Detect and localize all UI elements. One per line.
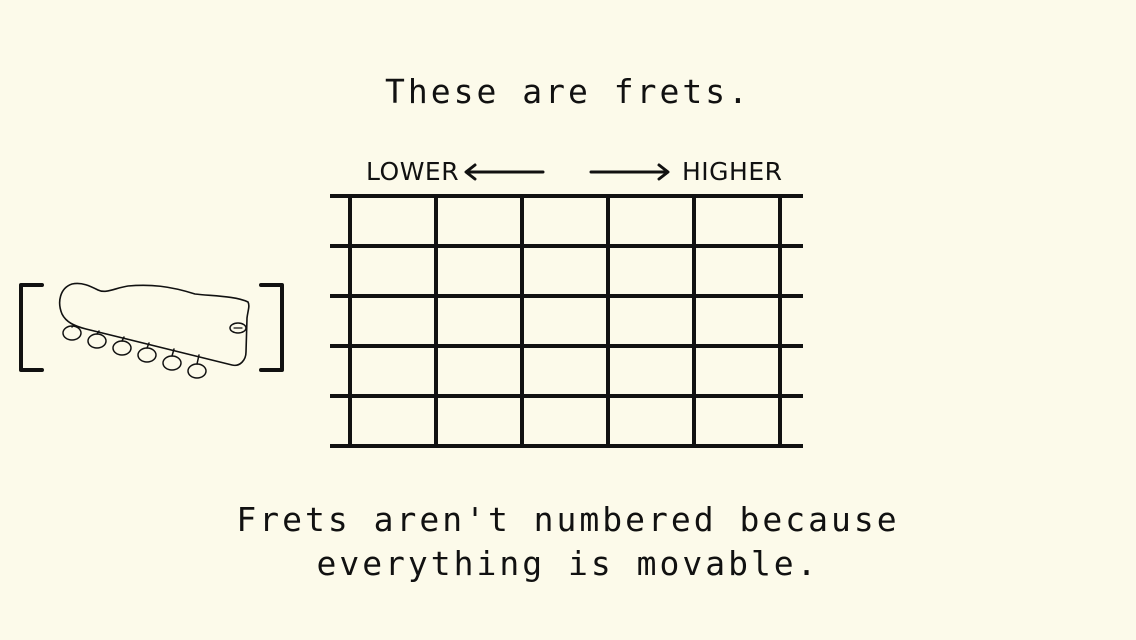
higher-direction-label: HIGHER [682, 157, 783, 186]
left-bracket [19, 283, 44, 372]
right-bracket [259, 283, 284, 372]
arrow-right-icon [589, 163, 670, 181]
lesson-title: These are frets. [385, 72, 751, 111]
caption-line-2: everything is movable. [316, 544, 820, 583]
caption-line-1: Frets aren't numbered because [236, 500, 900, 539]
guitar-headstock-icon [19, 282, 284, 379]
lesson-caption: Frets aren't numbered because everything… [0, 498, 1136, 586]
arrow-left-icon [464, 163, 545, 181]
fretboard-grid [330, 194, 803, 448]
lower-direction-label: LOWER [366, 157, 460, 186]
